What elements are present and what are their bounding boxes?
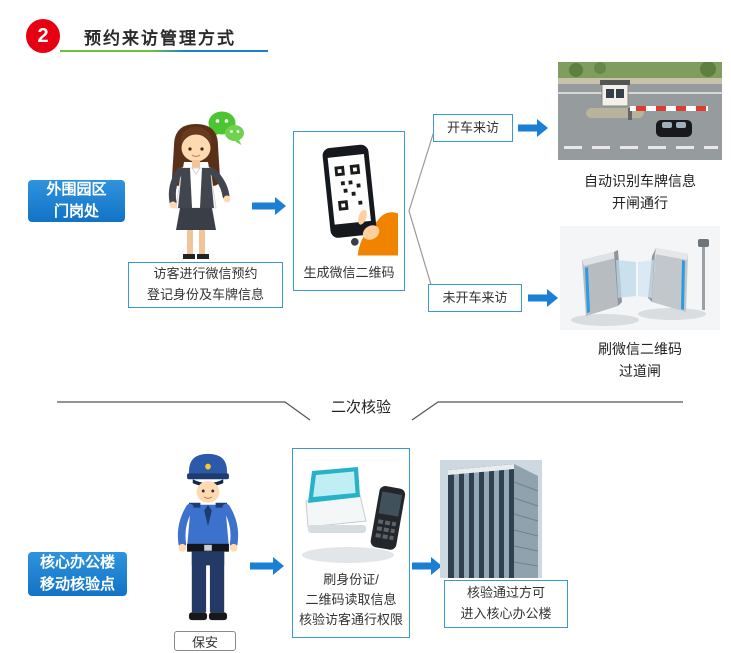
arrow-right-icon	[250, 557, 284, 575]
guard-label: 保安	[174, 631, 236, 651]
verify-note: 刷身份证/ 二维码读取信息 核验访客通行权限	[298, 571, 403, 627]
divider-line	[40, 390, 700, 424]
qr-caption: 生成微信二维码	[303, 264, 395, 280]
branch-connector-lines	[403, 114, 437, 306]
branch-drive-result: 自动识别车牌信息 开闸通行	[584, 173, 696, 212]
security-guard-illustration	[168, 446, 248, 628]
visitor-note-box: 访客进行微信预约 登记身份及车牌信息	[128, 262, 283, 308]
divider-label: 二次核验	[330, 399, 391, 416]
core-result-box: 核验通过方可 进入核心办公楼	[444, 580, 568, 628]
branch-walk-label: 未开车来访	[428, 284, 522, 312]
step-number-badge: 2	[26, 19, 60, 53]
vehicle-gate-photo	[558, 62, 722, 160]
branch-drive-label: 开车来访	[433, 114, 513, 142]
wechat-icon	[206, 108, 246, 148]
arrow-right-icon	[518, 119, 548, 137]
core-location-label: 核心办公楼 移动核验点	[28, 552, 127, 596]
step-number: 2	[37, 24, 49, 47]
perimeter-location-label: 外围园区 门岗处	[28, 180, 125, 222]
id-reader-terminal-illustration	[296, 457, 408, 569]
receptionist-illustration	[146, 116, 246, 262]
phone-qr-illustration	[302, 136, 398, 258]
title-underline	[60, 50, 268, 52]
office-building-photo	[440, 460, 542, 578]
arrow-right-icon	[528, 289, 558, 307]
arrow-right-icon	[252, 197, 286, 215]
page-title: 预约来访管理方式	[84, 29, 236, 48]
qr-generation-box: 生成微信二维码	[293, 131, 405, 291]
arrow-right-icon	[412, 557, 442, 575]
speed-gate-photo	[560, 226, 720, 330]
branch-walk-result: 刷微信二维码 过道闸	[598, 341, 682, 380]
verify-box: 刷身份证/ 二维码读取信息 核验访客通行权限	[292, 448, 410, 638]
